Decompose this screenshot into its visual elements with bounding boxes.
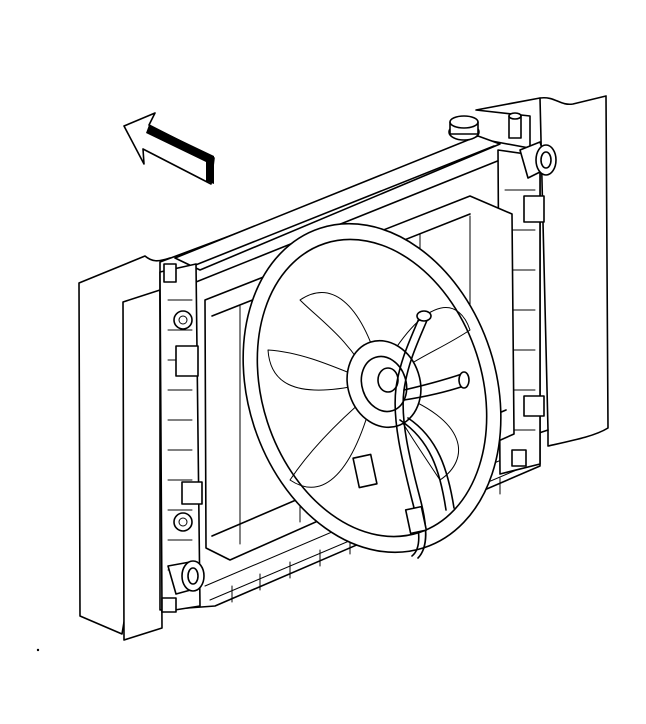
cooling-fan-blades <box>267 292 471 488</box>
inlet-hose-neck <box>167 560 205 595</box>
left-air-baffle <box>78 255 173 641</box>
wiring-harness <box>352 310 470 559</box>
stray-mark <box>36 648 40 652</box>
outlet-hose-neck <box>508 112 557 179</box>
direction-arrow-icon <box>123 112 215 185</box>
mounting-bolts <box>161 263 527 613</box>
radiator-cap <box>448 115 480 141</box>
